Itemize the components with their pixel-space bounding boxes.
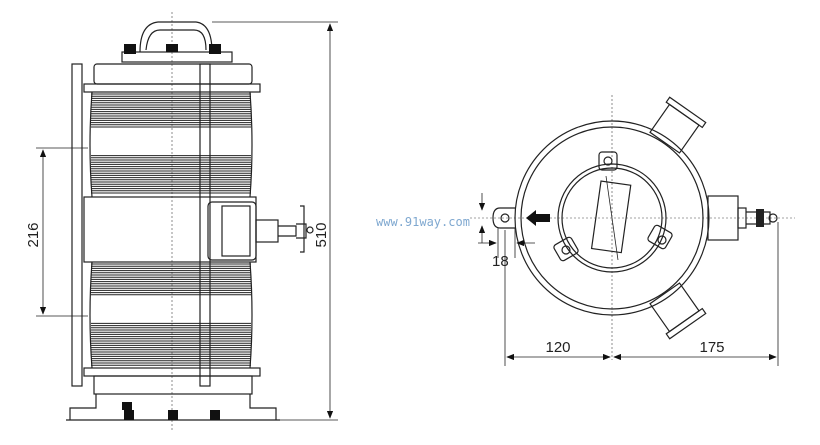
upper-lens-fins	[91, 93, 251, 194]
direction-arrow	[526, 210, 550, 226]
lower-lens-fins	[91, 263, 251, 366]
mounting-lug	[492, 207, 515, 229]
dimension-120: 120	[545, 339, 570, 356]
dimension-18: 18	[492, 253, 509, 270]
dimension-216: 216	[25, 222, 42, 247]
base	[93, 375, 253, 395]
lamp-body	[83, 196, 257, 263]
handle	[139, 21, 213, 53]
top-view: www.91way.com 18 120 175	[376, 95, 795, 366]
knob	[209, 44, 221, 54]
inner-ring	[557, 163, 667, 273]
top-flange	[83, 83, 261, 93]
top-cap	[93, 63, 253, 85]
lamp-core	[590, 180, 632, 254]
valve	[278, 205, 307, 253]
dimension-175: 175	[699, 339, 724, 356]
support-rod	[199, 63, 211, 387]
knob	[124, 44, 136, 54]
dimension-510: 510	[313, 222, 330, 247]
support-rod	[71, 63, 83, 387]
knob	[166, 44, 178, 52]
outer-ring	[514, 120, 710, 316]
junction-box	[207, 201, 257, 261]
side-view: 216 510	[25, 12, 338, 430]
watermark: www.91way.com	[376, 215, 470, 229]
